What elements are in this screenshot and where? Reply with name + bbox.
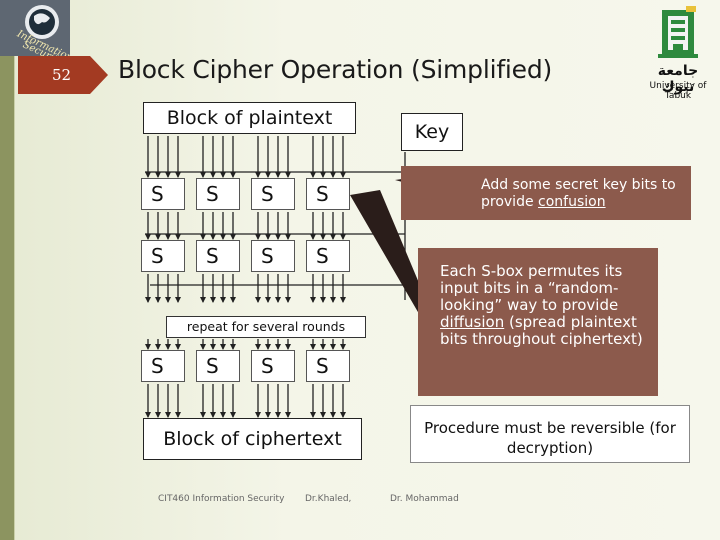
slide-title: Block Cipher Operation (Simplified) [118, 55, 553, 84]
sbox-r3-4: S [306, 350, 350, 382]
plaintext-block: Block of plaintext [143, 102, 356, 134]
university-name-arabic: جامعة تبوك [657, 63, 699, 95]
slide-number: 52 [52, 66, 72, 84]
university-name-english: University of Tabuk [649, 81, 707, 101]
sidebar-stripe [0, 0, 14, 540]
sbox-r2-1: S [141, 240, 185, 272]
sbox-r3-2: S [196, 350, 240, 382]
callout-sbox-text: Each S-box permutes its input bits in a … [440, 262, 623, 314]
callout-sbox-text-end: (spread plaintext bits throughout cipher… [440, 313, 643, 348]
callout-key-confusion: Add some secret key bits to provide conf… [401, 166, 691, 220]
diffusion-term: diffusion [440, 313, 505, 331]
university-of-tabuk-logo [640, 6, 716, 90]
sbox-r1-1: S [141, 178, 185, 210]
sbox-r1-3: S [251, 178, 295, 210]
repeat-rounds-label: repeat for several rounds [166, 316, 366, 338]
sbox-r2-4: S [306, 240, 350, 272]
callout-key-text: Add some secret key bits to provide [481, 177, 676, 210]
sbox-r3-1: S [141, 350, 185, 382]
sbox-r2-2: S [196, 240, 240, 272]
sbox-r1-4: S [306, 178, 350, 210]
callout-sbox-diffusion: Each S-box permutes its input bits in a … [418, 248, 658, 396]
sbox-r3-3: S [251, 350, 295, 382]
slide-number-tag [18, 56, 108, 94]
information-security-logo: Information Security [0, 0, 70, 56]
footer-instructor-1: Dr.Khaled, [305, 494, 352, 504]
footer-course: CIT460 Information Security [158, 494, 285, 504]
footer-instructor-2: Dr. Mohammad [390, 494, 459, 504]
sbox-r1-2: S [196, 178, 240, 210]
callout-reversible: Procedure must be reversible (for decryp… [410, 405, 690, 463]
sbox-r2-3: S [251, 240, 295, 272]
confusion-term: confusion [538, 194, 606, 210]
key-block: Key [401, 113, 463, 151]
ciphertext-block: Block of ciphertext [143, 418, 362, 460]
sidebar-line [14, 0, 15, 540]
